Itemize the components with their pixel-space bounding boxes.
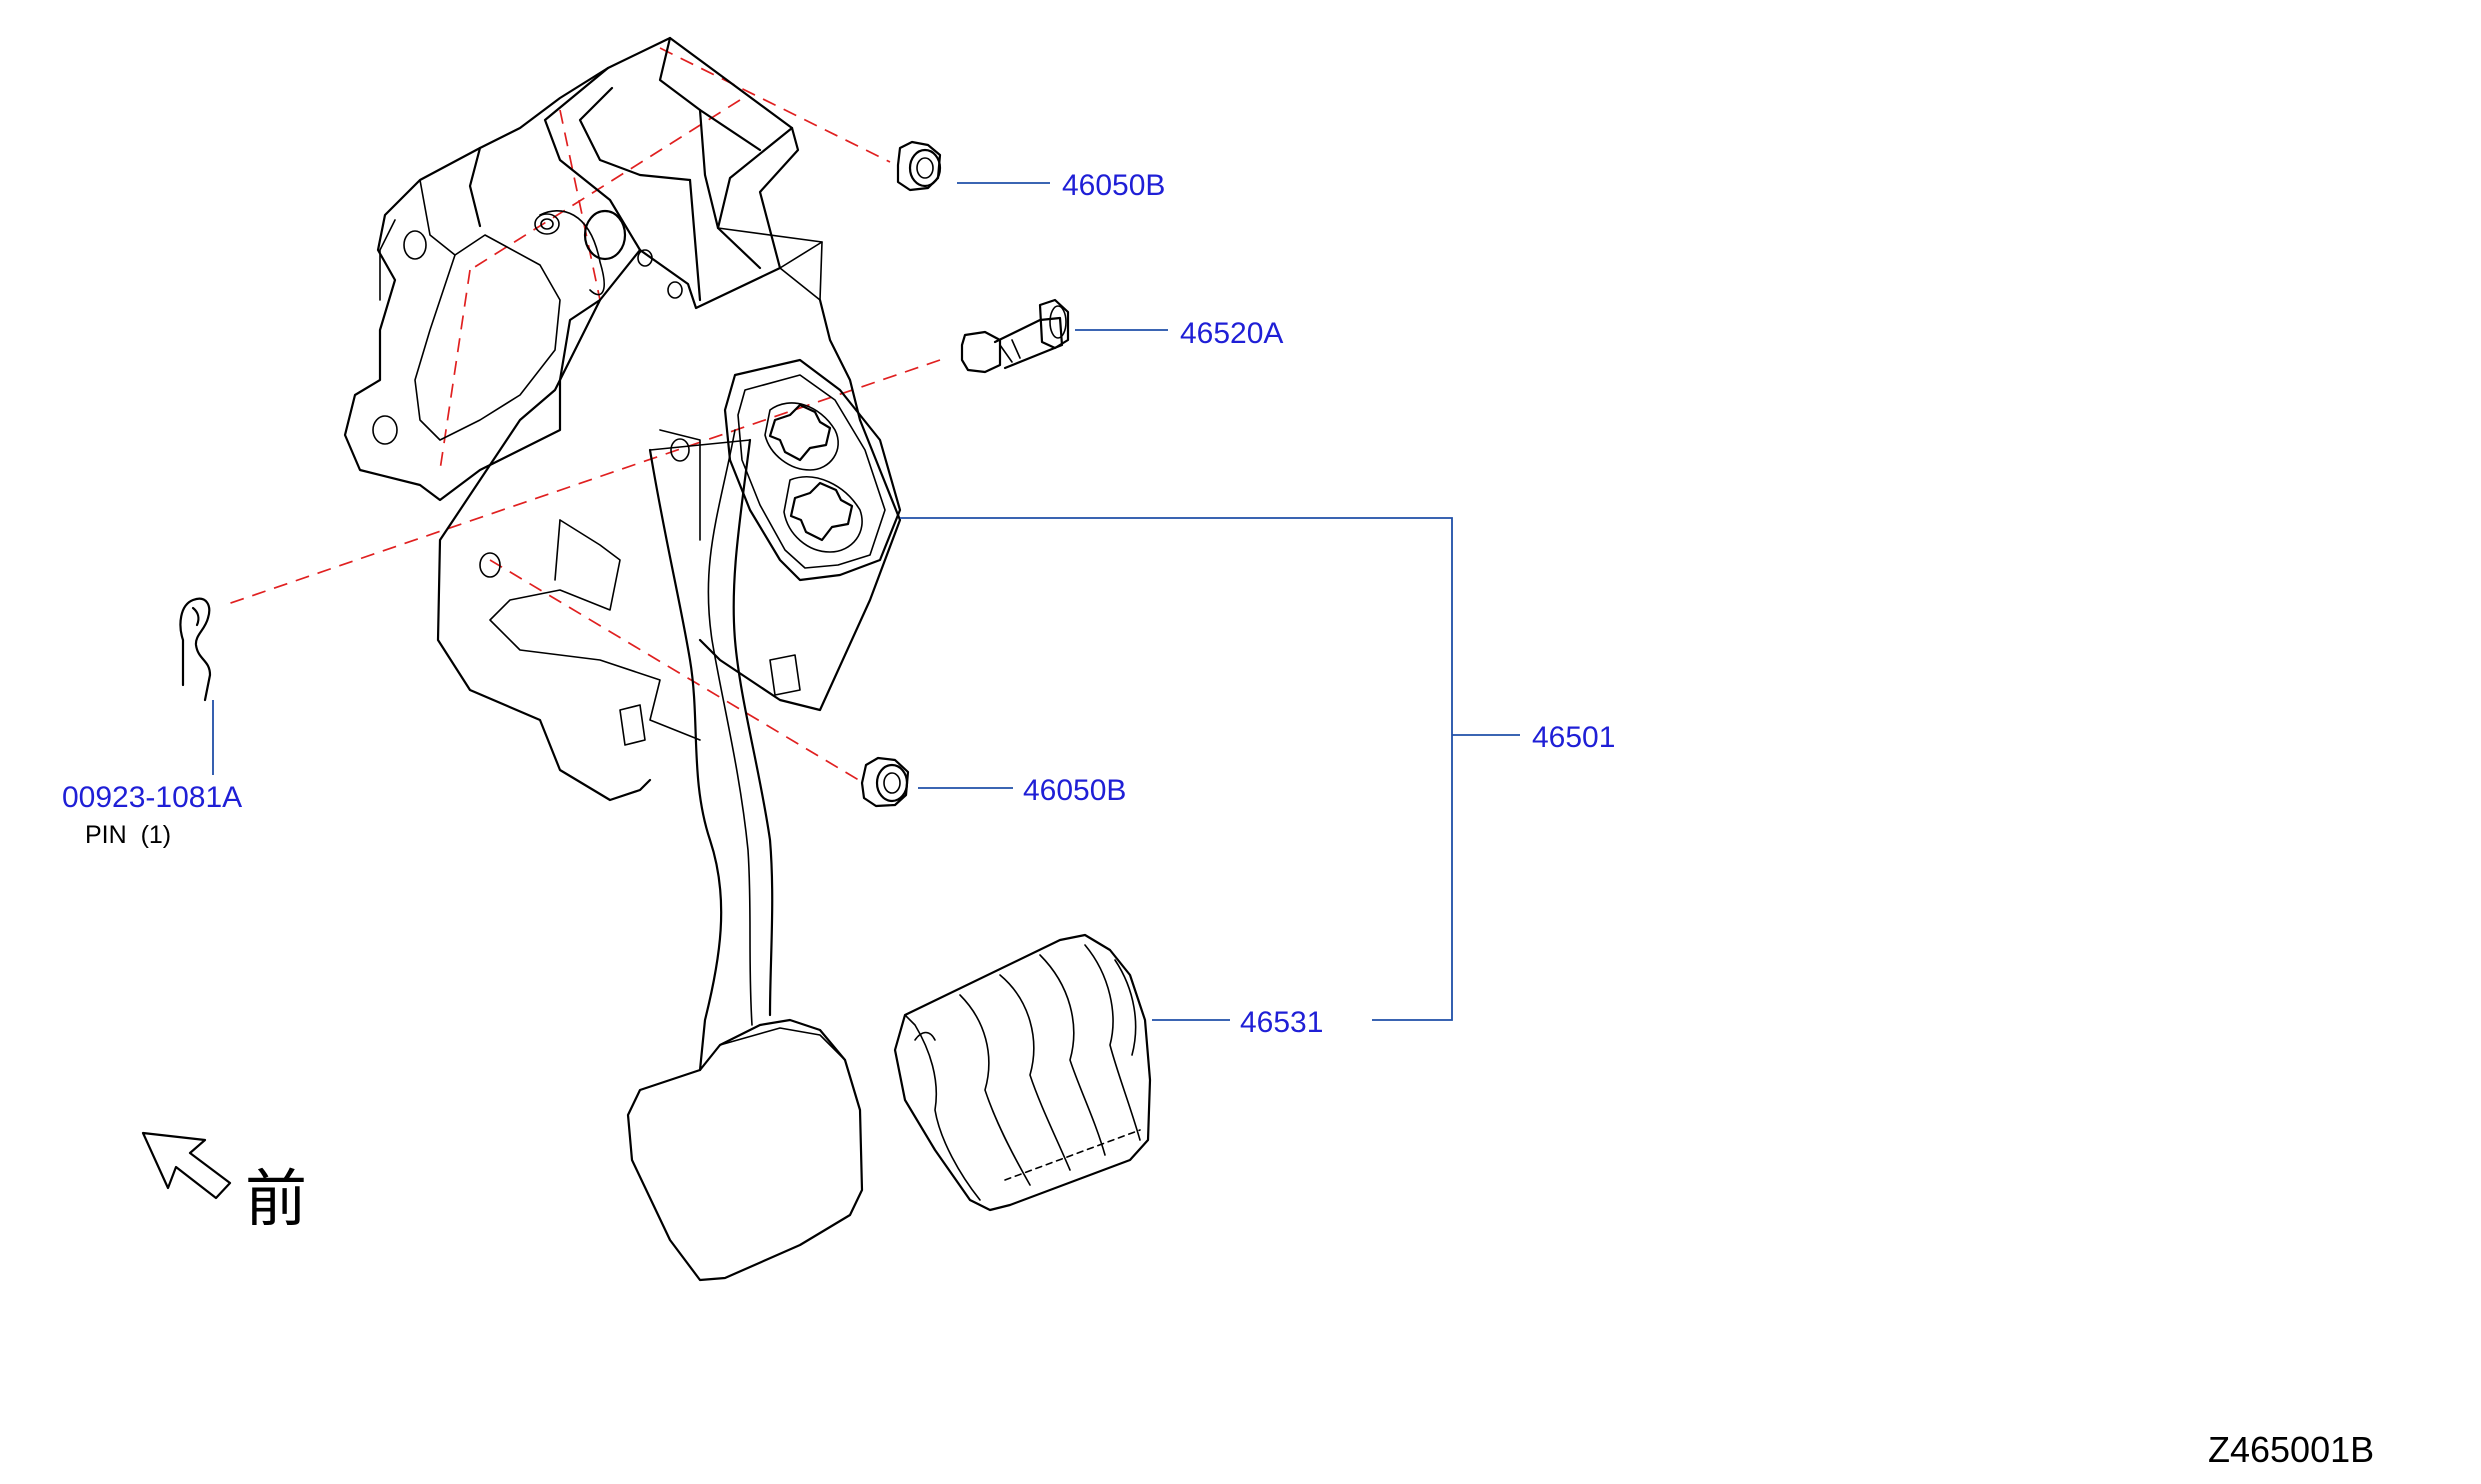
leader-lines	[212, 182, 1520, 1021]
assembly-lines	[224, 47, 941, 783]
label-nut-lower: 46050B	[1023, 774, 1126, 807]
label-pedal-pad: 46531	[1240, 1006, 1323, 1039]
pedal-bracket	[343, 36, 902, 802]
stopper-plate	[723, 358, 902, 582]
label-snap-pin-description: PIN (1)	[85, 821, 171, 849]
diagram-id: Z465001B	[2208, 1429, 2374, 1470]
pedal-pad-part	[893, 933, 1152, 1212]
part-labels: 46050B 46520A 00923-1081A PIN (1) 46050B…	[62, 169, 1615, 1039]
label-nut-upper: 46050B	[1062, 169, 1165, 202]
front-label: 前	[245, 1162, 307, 1235]
label-pedal-assembly: 46501	[1532, 721, 1615, 754]
label-pivot-pin: 46520A	[1180, 317, 1283, 350]
snap-pin	[179, 597, 212, 702]
front-arrow-icon	[141, 1131, 232, 1200]
pivot-pin	[960, 298, 1070, 374]
installed-pedal-pad	[626, 1018, 864, 1282]
label-snap-pin: 00923-1081A	[62, 781, 242, 814]
pedal-arm	[648, 429, 774, 1072]
nut-upper	[896, 140, 942, 192]
front-indicator: 前	[141, 1131, 307, 1235]
nut-lower	[860, 756, 910, 808]
